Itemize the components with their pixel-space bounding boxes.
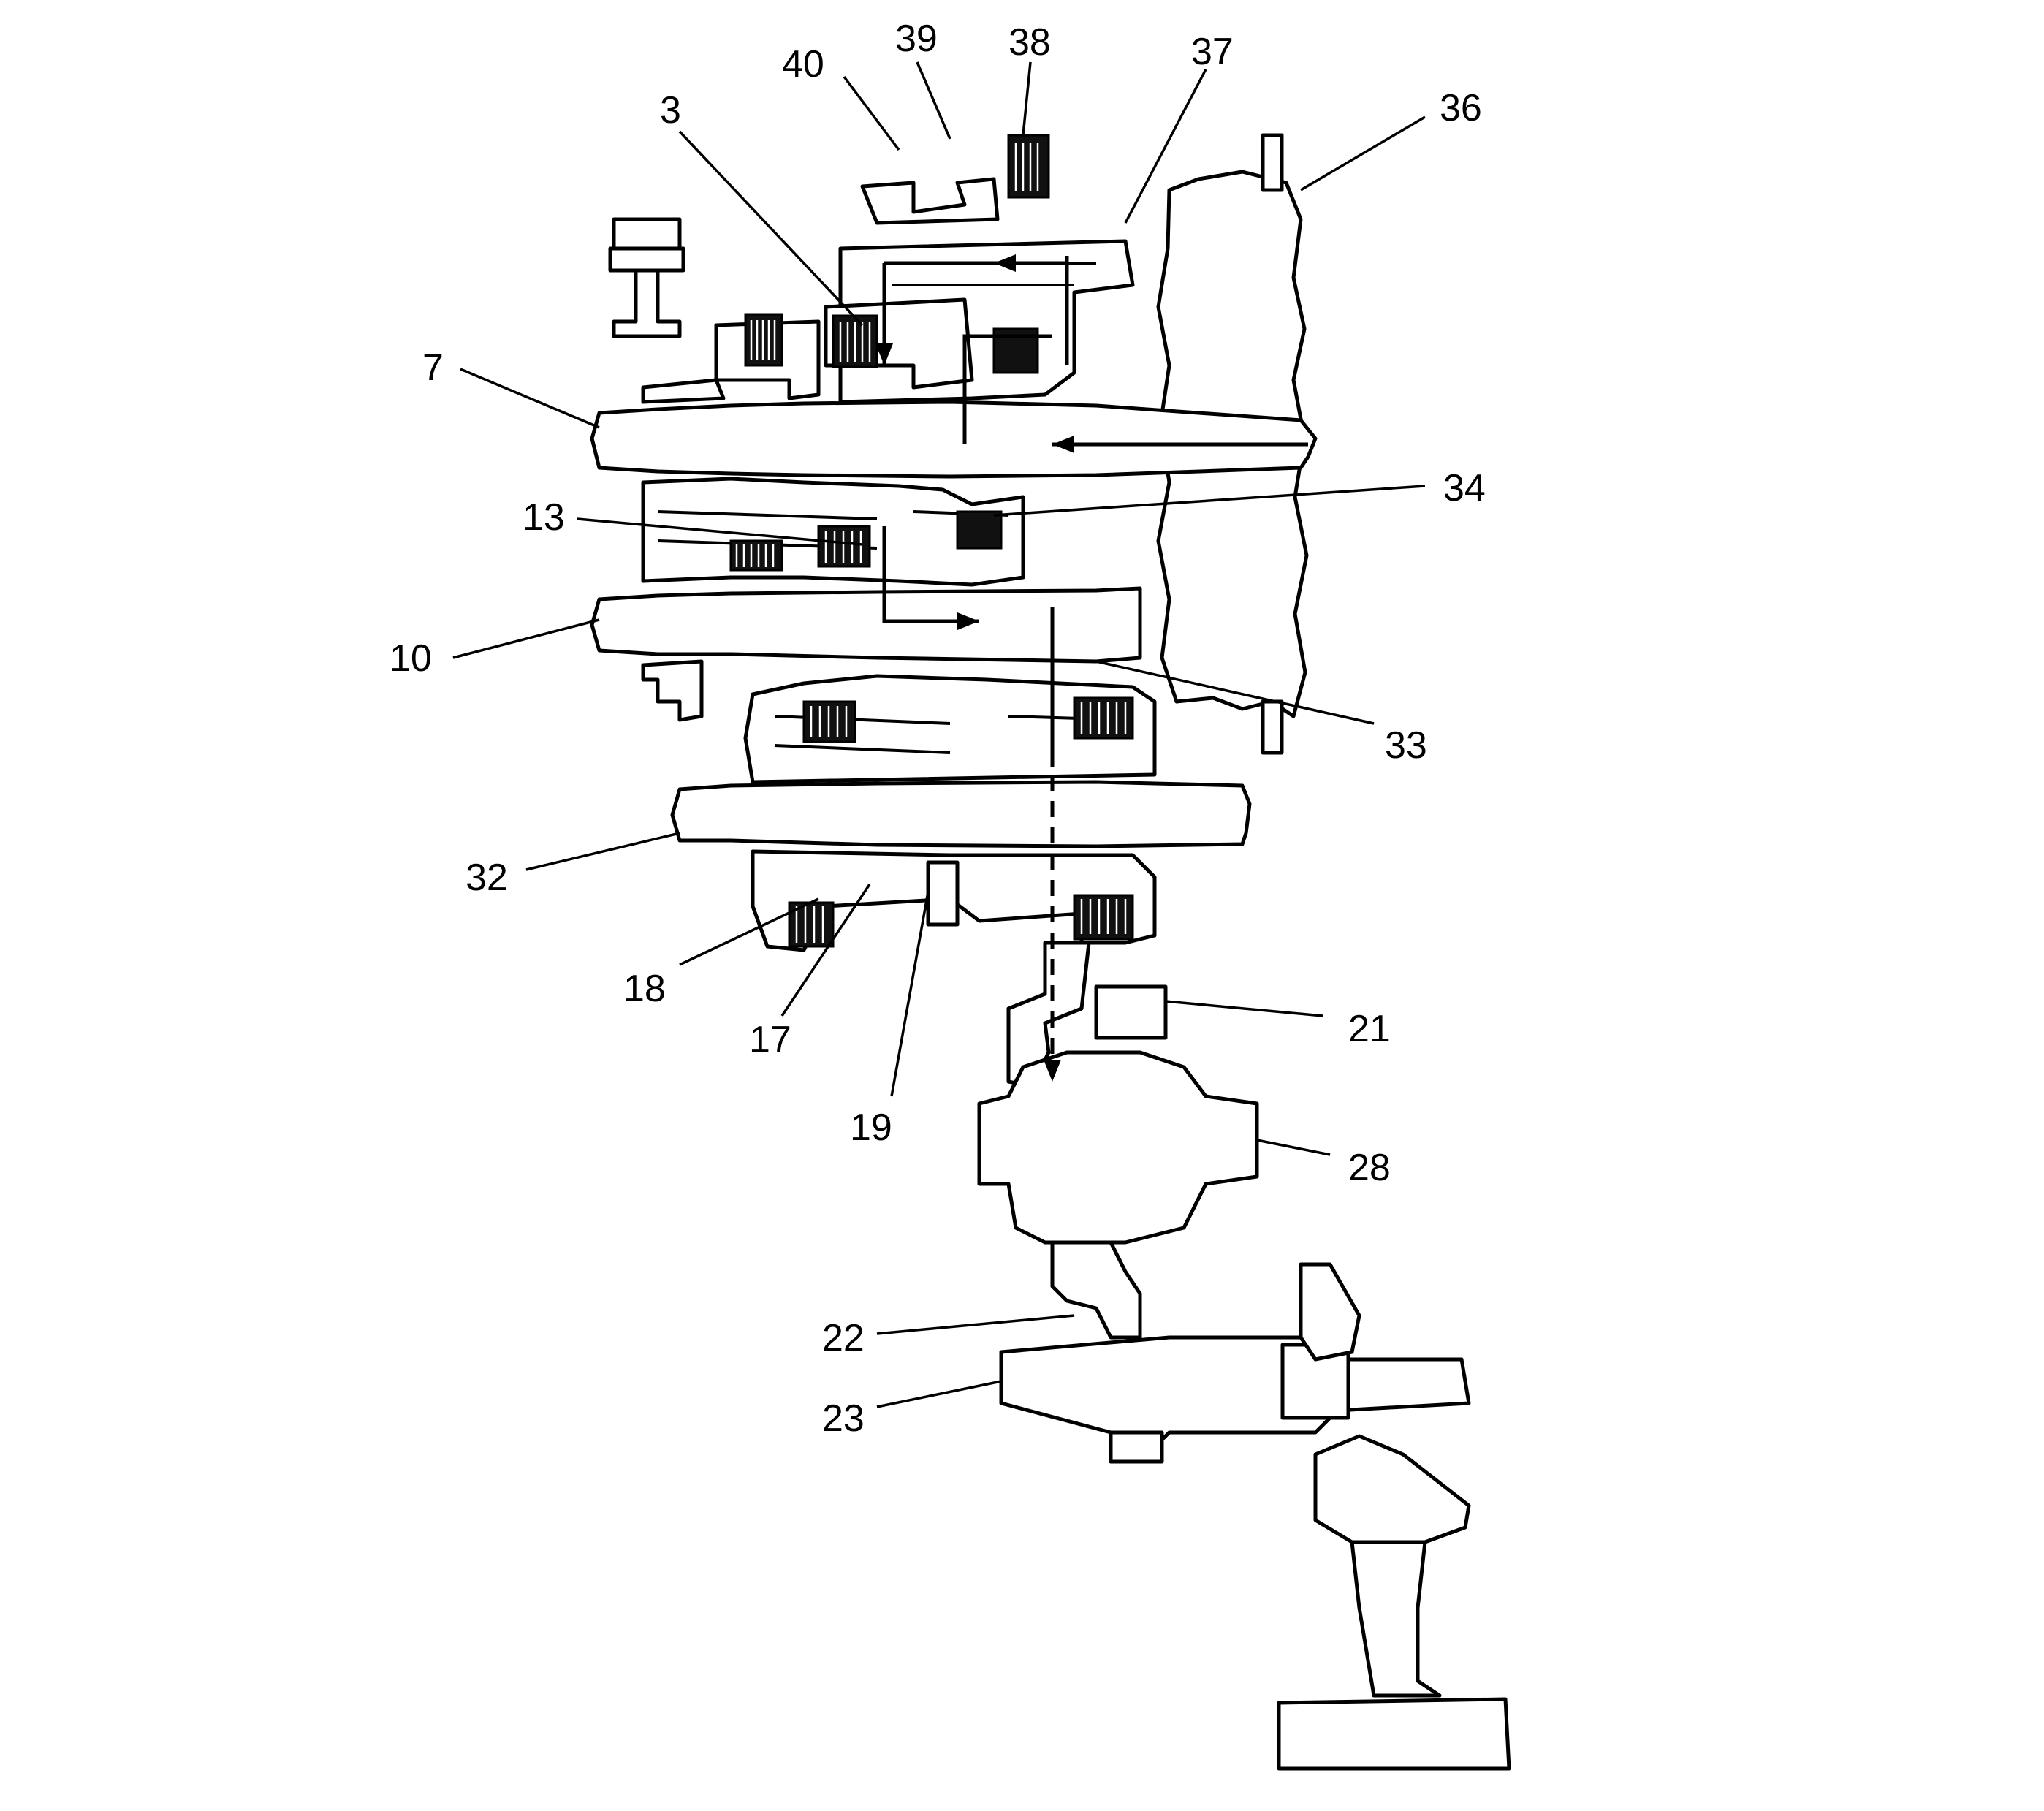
flow-arrowheads [875,254,1074,1082]
callout-3: 3 [660,89,681,132]
callout-37: 37 [1191,31,1234,73]
output-shaft [670,780,1252,848]
callout-19: 19 [850,1106,892,1149]
leader-10 [452,618,600,659]
leader-37 [1124,69,1207,224]
callout-33: 33 [1385,724,1427,767]
callout-32: 32 [466,857,508,899]
input-shaft [590,400,1318,479]
callout-10: 10 [390,637,432,680]
leader-7 [460,368,600,429]
leader-13 [577,517,863,546]
callout-40: 40 [782,43,824,86]
middle-housing [641,477,1025,722]
leader-28 [1256,1139,1331,1156]
leader-21 [1165,1000,1323,1017]
leader-23 [876,1380,1002,1408]
upper-housing [608,177,1135,404]
callout-18: 18 [623,968,666,1010]
callout-28: 28 [1348,1147,1391,1189]
leader-18 [679,897,819,966]
leader-19 [890,891,930,1097]
callout-39: 39 [895,18,938,60]
middle-shaft [590,586,1142,664]
callout-labels: 40 39 38 37 36 3 7 34 13 10 33 32 18 17 … [390,18,1486,1440]
leader-38 [1022,61,1032,136]
leader-36 [1300,115,1426,191]
leader-33 [1095,660,1375,725]
leader-lines [452,61,1426,1408]
differential-carrier [977,1050,1259,1245]
leader-40 [843,75,900,151]
leader-17 [780,884,871,1017]
callout-22: 22 [822,1317,865,1359]
power-flow-path [882,256,1308,1067]
callout-34: 34 [1443,467,1486,509]
pinion-gear [1277,1262,1511,1771]
callout-17: 17 [749,1019,791,1061]
leader-32 [525,832,680,871]
final-drive [999,1240,1471,1464]
leader-22 [876,1314,1075,1335]
callout-21: 21 [1348,1008,1391,1050]
callout-38: 38 [1008,21,1051,64]
callout-36: 36 [1440,87,1482,129]
callout-7: 7 [422,346,444,389]
callout-13: 13 [523,496,565,539]
callout-23: 23 [822,1397,865,1440]
leader-34 [993,485,1426,517]
transfer-drive [1006,941,1168,1091]
lower-housing [743,674,1157,784]
leader-3 [678,130,864,327]
leader-39 [916,61,951,140]
